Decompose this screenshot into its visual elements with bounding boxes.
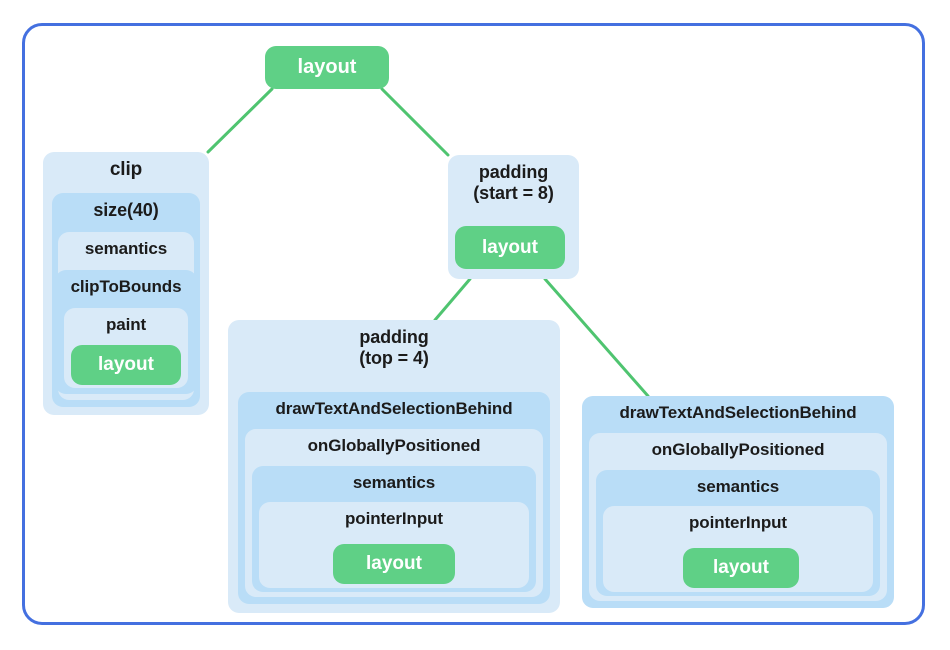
node-clip-layout[interactable]: layout — [71, 345, 181, 385]
node-padding-start-layout[interactable]: layout — [455, 226, 565, 269]
node-label: drawTextAndSelectionBehind — [275, 399, 513, 418]
node-label: pointerInput — [689, 513, 787, 532]
node-label: semantics — [696, 477, 780, 496]
node-right-layout[interactable]: layout — [683, 548, 799, 588]
node-label: semantics — [352, 473, 436, 492]
node-label: clipToBounds — [70, 277, 182, 296]
node-label: paint — [105, 315, 147, 334]
node-root-layout[interactable]: layout — [265, 46, 389, 89]
node-mid-layout[interactable]: layout — [333, 544, 455, 584]
node-label: padding (start = 8) — [473, 162, 554, 204]
node-label: onGloballyPositioned — [307, 436, 481, 455]
node-label: clip — [109, 159, 143, 180]
node-label: layout — [98, 354, 154, 375]
node-label: drawTextAndSelectionBehind — [619, 403, 857, 422]
node-label: onGloballyPositioned — [651, 440, 825, 459]
node-label: size(40) — [93, 200, 159, 220]
node-label: padding (top = 4) — [359, 327, 429, 369]
node-label: layout — [482, 236, 538, 258]
node-label: layout — [713, 557, 769, 578]
node-label: layout — [366, 553, 422, 574]
node-label: layout — [297, 56, 357, 78]
outer-frame-border — [22, 23, 925, 625]
node-label: pointerInput — [345, 509, 443, 528]
node-label: semantics — [84, 239, 168, 258]
